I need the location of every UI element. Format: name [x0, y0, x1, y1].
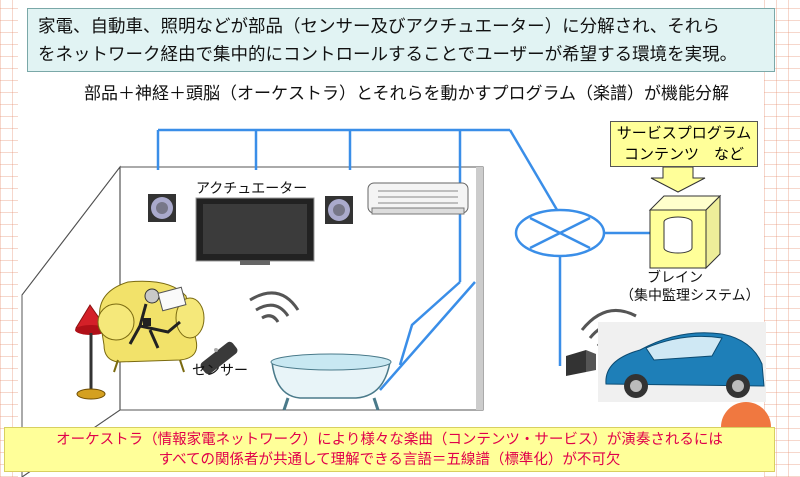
arrow-down-icon [650, 166, 706, 193]
brain-label: ブレイン [647, 270, 703, 286]
speaker-icon-left [148, 194, 176, 222]
remote-control-icon [200, 341, 238, 375]
air-conditioner-icon [367, 182, 469, 215]
left-grid-decoration [0, 0, 18, 477]
right-grid-decoration [764, 0, 800, 477]
sofa-person-icon [97, 280, 205, 373]
header-box: 家電、自動車、照明などが部品（センサー及びアクチュエーター）に分解され、それら … [27, 8, 775, 72]
service-program-box: サービスプログラム コンテンツ など [610, 121, 758, 167]
bathtub-icon [270, 353, 392, 411]
footer-line-2: すべての関係者が共通して理解できる言語＝五線譜（標準化）が不可欠 [158, 452, 621, 468]
subtitle: 部品＋神経＋頭脳（オーケストラ）とそれらを動かすプログラム（楽譜）が機能分解 [84, 84, 729, 104]
car-icon [598, 322, 766, 402]
service-line-2: コンテンツ など [623, 145, 744, 163]
wireless-signal-icon-room [249, 291, 300, 323]
footer-line-1: オーケストラ（情報家電ネットワーク）により様々な楽曲（コンテンツ・サービス）が演… [56, 432, 723, 448]
tv-icon [195, 197, 315, 265]
speaker-icon-right [325, 196, 353, 224]
router-icon [514, 208, 606, 258]
car-sensor-icon [566, 350, 596, 376]
footer-box: オーケストラ（情報家電ネットワーク）により様々な楽曲（コンテンツ・サービス）が演… [4, 427, 775, 472]
header-line-1: 家電、自動車、照明などが部品（センサー及びアクチュエーター）に分解され、それら [38, 17, 720, 37]
brain-server-icon [648, 194, 722, 270]
brain-sub-label: （集中監理システム） [620, 288, 760, 304]
sensor-label: センサー [192, 363, 248, 379]
header-line-2: をネットワーク経由で集中的にコントロールすることでユーザーが希望する環境を実現。 [38, 45, 738, 65]
actuator-label: アクチュエーター [196, 181, 308, 197]
service-line-1: サービスプログラム [616, 124, 752, 142]
network-lines [156, 128, 650, 391]
